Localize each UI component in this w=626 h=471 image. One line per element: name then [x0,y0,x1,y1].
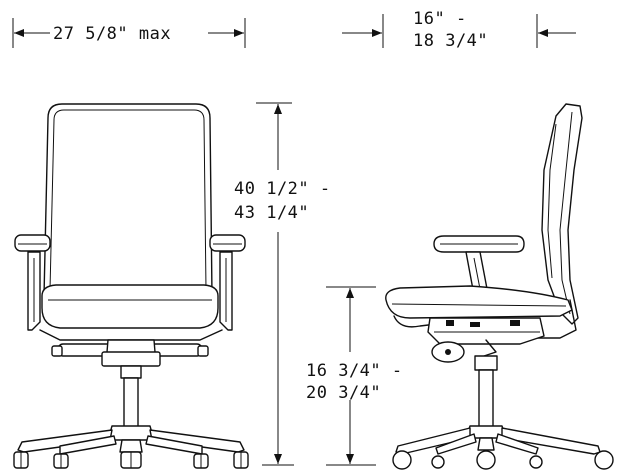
front-mechanism-plate [101,351,161,367]
front-seat-frame [39,329,223,341]
front-caster-5 [233,451,249,469]
side-caster-5 [594,450,614,470]
front-caster-4 [193,453,209,469]
front-arm-pad-right [209,234,246,252]
seat-height-dimension: 16 3/4" - 20 3/4" [306,286,403,466]
side-mechanism-detail-1 [446,320,454,326]
depth-arrow-right [538,29,548,37]
seat-height-arrow-top [346,288,354,298]
front-caster-2 [53,453,69,469]
side-back-support [527,299,577,339]
side-caster-3 [476,450,496,470]
width-dimension: 27 5/8" max [12,18,246,48]
depth-label-line1: 16" - [413,9,467,29]
side-caster-2 [431,455,445,469]
side-lever [483,339,497,357]
height-arrow-top [274,104,282,114]
front-base-leg-center [119,439,143,453]
side-caster-1 [392,450,412,470]
width-arrow-left [14,29,24,37]
side-backrest-inner [559,111,573,315]
height-arrow-bottom [274,454,282,464]
depth-arrow-left [372,29,382,37]
front-mechanism-knob-left [51,345,63,357]
front-backrest [43,103,213,297]
chair-side-view [385,103,614,470]
side-cylinder [478,369,494,429]
seat-height-label-line2: 20 3/4" [306,383,381,403]
side-caster-4 [529,455,543,469]
side-adjust-knob-center [445,349,451,355]
width-arrow-right [234,29,244,37]
side-mechanism-detail-2 [470,322,480,327]
front-arm-pad-left [14,234,51,252]
side-base-leg-center [477,437,495,451]
height-dimension: 40 1/2" - 43 1/4" [234,102,331,466]
front-cylinder [123,377,139,431]
side-seat-seam [391,303,567,307]
side-cylinder-collar [474,355,498,371]
side-base-leg-mid-right [495,433,539,455]
front-seat [41,284,219,329]
side-mechanism-detail-3 [510,320,520,326]
side-seat-front-edge [393,315,471,328]
side-base-leg-mid-left [435,433,477,455]
depth-dimension: 16" - 18 3/4" [342,9,576,51]
side-backrest-frame-line [547,123,557,279]
front-cylinder-collar [120,365,142,379]
seat-height-label-line1: 16 3/4" - [306,361,403,381]
chair-front-view [13,103,249,469]
front-caster-3 [120,451,142,469]
depth-label-line2: 18 3/4" [413,31,488,51]
front-caster-1 [13,451,29,469]
front-mechanism-knob-right [197,345,209,357]
side-seat [385,285,573,319]
width-label: 27 5/8" max [53,24,171,44]
height-label-line2: 43 1/4" [234,203,309,223]
height-label-line1: 40 1/2" - [234,179,331,199]
seat-height-arrow-bottom [346,454,354,464]
